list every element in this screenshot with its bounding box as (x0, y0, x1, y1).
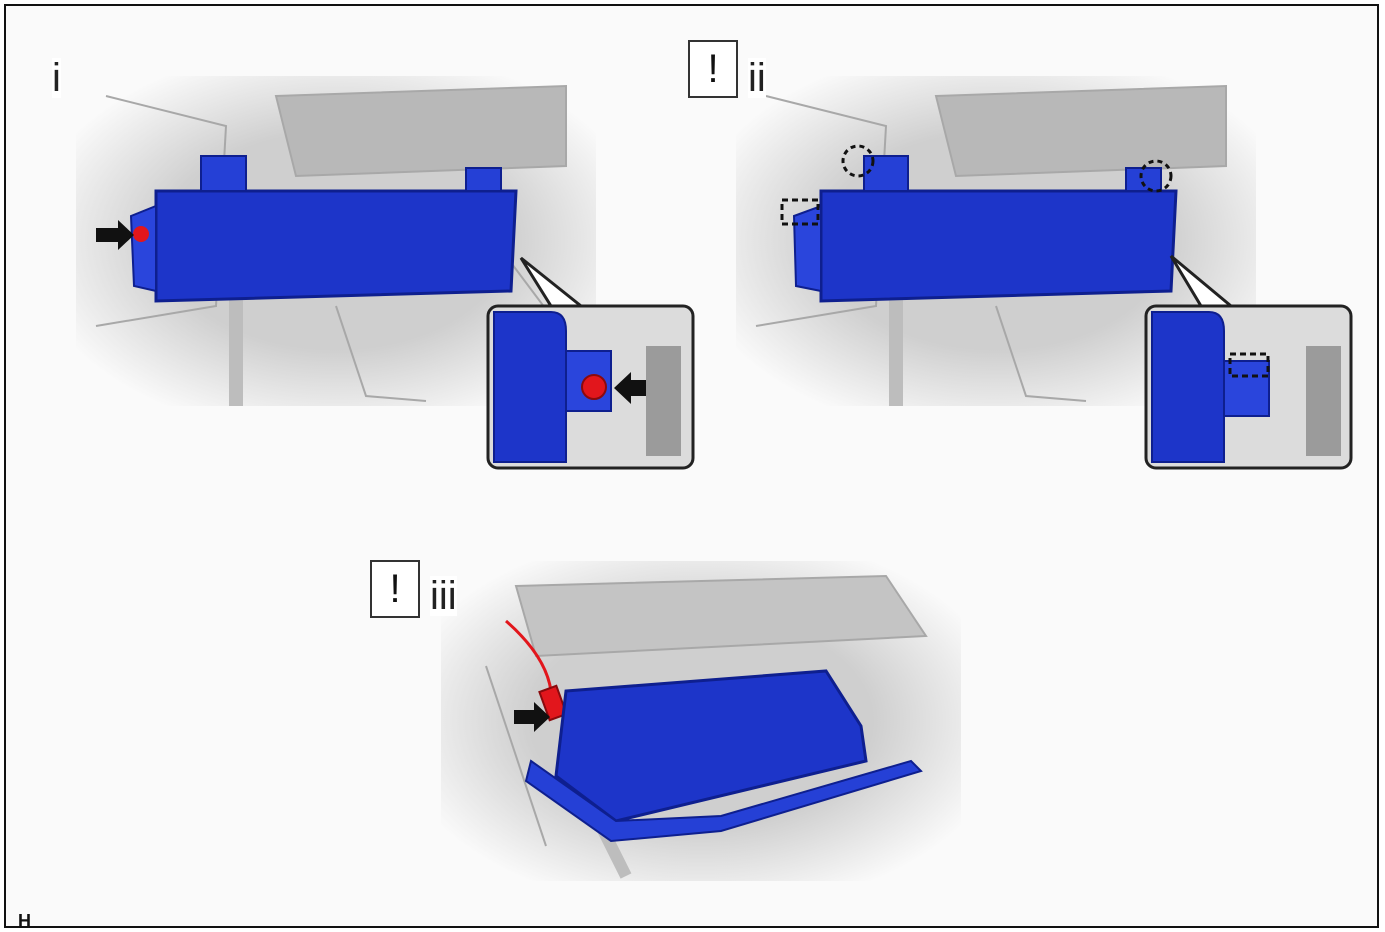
figure-code: H (18, 911, 31, 932)
caution-icon: ! (370, 560, 420, 618)
step-label: ii (748, 58, 766, 98)
caution-icon: ! (688, 40, 738, 98)
panel-step-3: ! iii (366, 546, 966, 891)
step-label: i (52, 58, 61, 98)
figure-frame: i (4, 4, 1379, 928)
panel-step-1: i (6, 6, 706, 486)
panel-step-2: ! ii (686, 6, 1376, 486)
clip-red (133, 226, 149, 242)
clip-red-detail (582, 375, 606, 399)
step-2-illustration (686, 6, 1376, 486)
step-label: iii (430, 576, 457, 616)
step-1-illustration (6, 6, 706, 486)
